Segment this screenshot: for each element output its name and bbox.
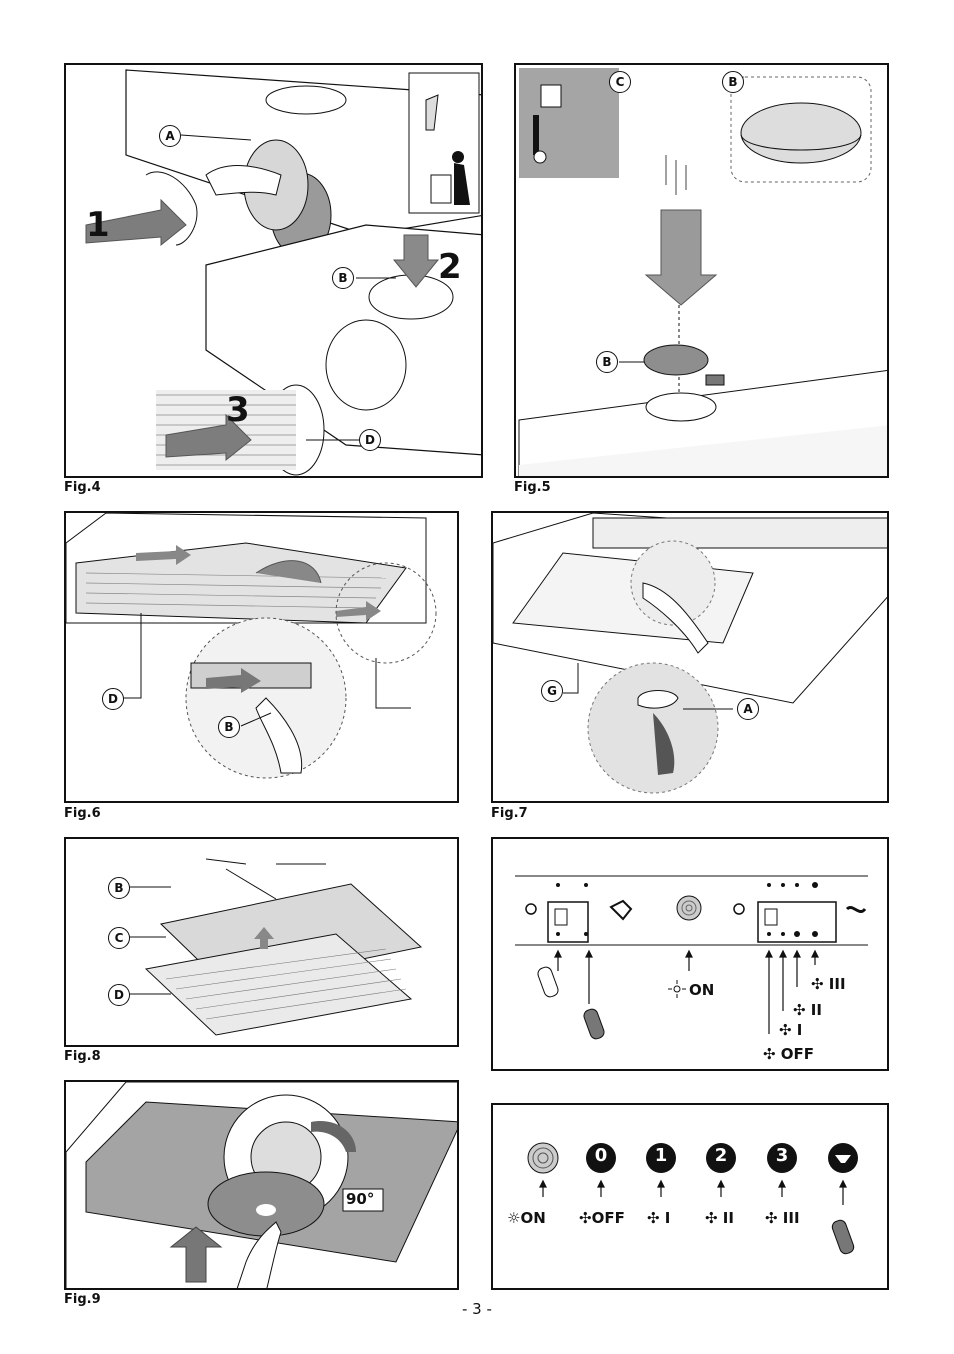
- button-panel: 0 1 2 3 ☼ON ✣OFF ✣ I ✣ II ✣ III: [491, 1103, 889, 1290]
- fig4-caption: Fig.4: [64, 480, 101, 495]
- fig4-step-3: 3: [226, 390, 250, 430]
- fig5-illustration: [518, 68, 887, 476]
- fig5-label-c: C: [609, 71, 631, 93]
- speed-2-text: II: [810, 1001, 822, 1019]
- fig9-caption: Fig.9: [64, 1292, 101, 1307]
- fig6-label-b: B: [218, 716, 240, 738]
- speed-1-text: I: [796, 1021, 803, 1039]
- button-2-digit[interactable]: 2: [714, 1145, 728, 1166]
- off-text: OFF: [780, 1045, 815, 1063]
- fig7-illustration: [493, 513, 887, 794]
- fig5-caption: Fig.5: [514, 480, 551, 495]
- fig8-label-b: B: [108, 877, 130, 899]
- switch-panel-illustration: [515, 875, 868, 1040]
- switch-light-on-label: ON: [689, 981, 715, 999]
- hood-light-icon: [828, 1143, 858, 1173]
- fig4-label-a: A: [159, 125, 181, 147]
- button-speed-2-label: ✣ II: [705, 1209, 734, 1227]
- bulb-on-icon: [583, 1008, 605, 1040]
- button-light-on-label: ☼ON: [507, 1209, 546, 1227]
- fig7-caption: Fig.7: [491, 806, 528, 821]
- fig8-label-c: C: [108, 927, 130, 949]
- fig9-illustration: [66, 1082, 457, 1288]
- fig6-caption: Fig.6: [64, 806, 101, 821]
- switch-speed-3-label: ✣ III: [811, 975, 846, 993]
- fig7-label-a: A: [737, 698, 759, 720]
- fig8-illustration: [126, 858, 423, 1036]
- light-on-text: ON: [520, 1209, 546, 1227]
- fig7-panel: G A: [491, 511, 889, 803]
- fig9-angle-label: 90°: [346, 1190, 375, 1208]
- fig9-panel: 90°: [64, 1080, 459, 1290]
- fig4-label-d: D: [359, 429, 381, 451]
- spiral-light-icon: [527, 1142, 559, 1174]
- fig8-caption: Fig.8: [64, 1049, 101, 1064]
- button-1-digit[interactable]: 1: [654, 1145, 668, 1166]
- page-number: - 3 -: [462, 1300, 492, 1318]
- button-panel-illustration: [527, 1142, 858, 1255]
- fig4-illustration: [85, 69, 481, 476]
- fig5-label-b-top: B: [722, 71, 744, 93]
- button-0-digit[interactable]: 0: [594, 1145, 608, 1166]
- fig4-step-1: 1: [86, 205, 110, 245]
- switch-speed-1-label: ✣ I: [779, 1021, 803, 1039]
- fig4-panel: A B D 1 2 3: [64, 63, 483, 478]
- off-text: OFF: [591, 1209, 625, 1227]
- button-speed-1-label: ✣ I: [647, 1209, 671, 1227]
- button-3-digit[interactable]: 3: [775, 1145, 789, 1166]
- switch-panel: ON ✣ III ✣ II ✣ I ✣ OFF: [491, 837, 889, 1071]
- fig4-step-2: 2: [438, 247, 462, 287]
- fig5-panel: C B B: [514, 63, 889, 478]
- fig8-panel: B C D: [64, 837, 459, 1047]
- fig6-illustration: [66, 513, 437, 779]
- fig8-label-d: D: [108, 984, 130, 1006]
- speed-2-text: II: [722, 1209, 734, 1227]
- fig5-label-b: B: [596, 351, 618, 373]
- speed-3-text: III: [782, 1209, 800, 1227]
- speed-3-text: III: [828, 975, 846, 993]
- bulb-off-icon: [537, 966, 559, 998]
- speed-1-text: I: [664, 1209, 671, 1227]
- switch-off-label: ✣ OFF: [763, 1045, 815, 1063]
- button-speed-3-label: ✣ III: [765, 1209, 800, 1227]
- switch-speed-2-label: ✣ II: [793, 1001, 822, 1019]
- fig6-label-d: D: [102, 688, 124, 710]
- fig6-panel: D B: [64, 511, 459, 803]
- fig7-label-g: G: [541, 680, 563, 702]
- button-off-label: ✣OFF: [579, 1209, 625, 1227]
- fig4-label-b: B: [332, 267, 354, 289]
